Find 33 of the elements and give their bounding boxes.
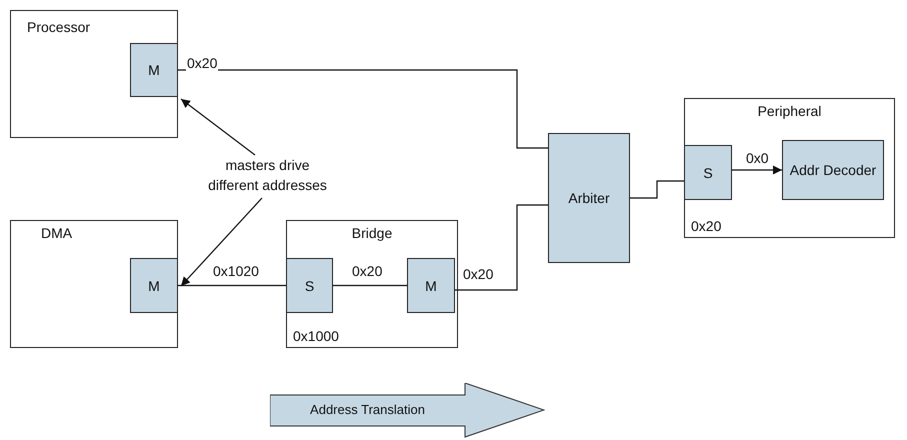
edge-label: 0x20 [186, 55, 218, 71]
module-box [10, 220, 178, 348]
port-box: M [407, 258, 455, 313]
edge-label: 0x1020 [212, 263, 260, 279]
bus-line [455, 204, 548, 291]
arrow-label: Address Translation [309, 402, 426, 417]
module-title: Processor [27, 19, 90, 35]
bus-line [178, 69, 548, 149]
block-arrow [270, 383, 545, 438]
bus-line [178, 284, 286, 286]
arbiter-box: Arbiter [548, 133, 630, 263]
port-box: S [684, 145, 732, 200]
leader-arrow [180, 198, 262, 286]
leader-arrow [180, 98, 256, 156]
port-box: M [130, 43, 178, 97]
bus-line [630, 180, 684, 199]
bus-line [333, 284, 407, 286]
arrow [732, 166, 782, 174]
module-title: DMA [41, 225, 72, 241]
module-box [286, 220, 458, 348]
port-box: S [286, 258, 333, 313]
decoder-box: Addr Decoder [782, 140, 884, 200]
module-box [10, 10, 178, 138]
port-box: M [130, 258, 178, 313]
address-label: 0x1000 [293, 328, 339, 344]
edge-label: 0x0 [745, 150, 770, 166]
module-box [684, 98, 895, 238]
address-label: 0x20 [691, 218, 722, 234]
edge-label: 0x20 [351, 263, 384, 279]
annotation-text: masters drive different addresses [200, 155, 335, 195]
module-title: Peripheral [756, 103, 822, 119]
edge-label: 0x20 [462, 266, 494, 282]
module-title: Bridge [350, 225, 394, 241]
